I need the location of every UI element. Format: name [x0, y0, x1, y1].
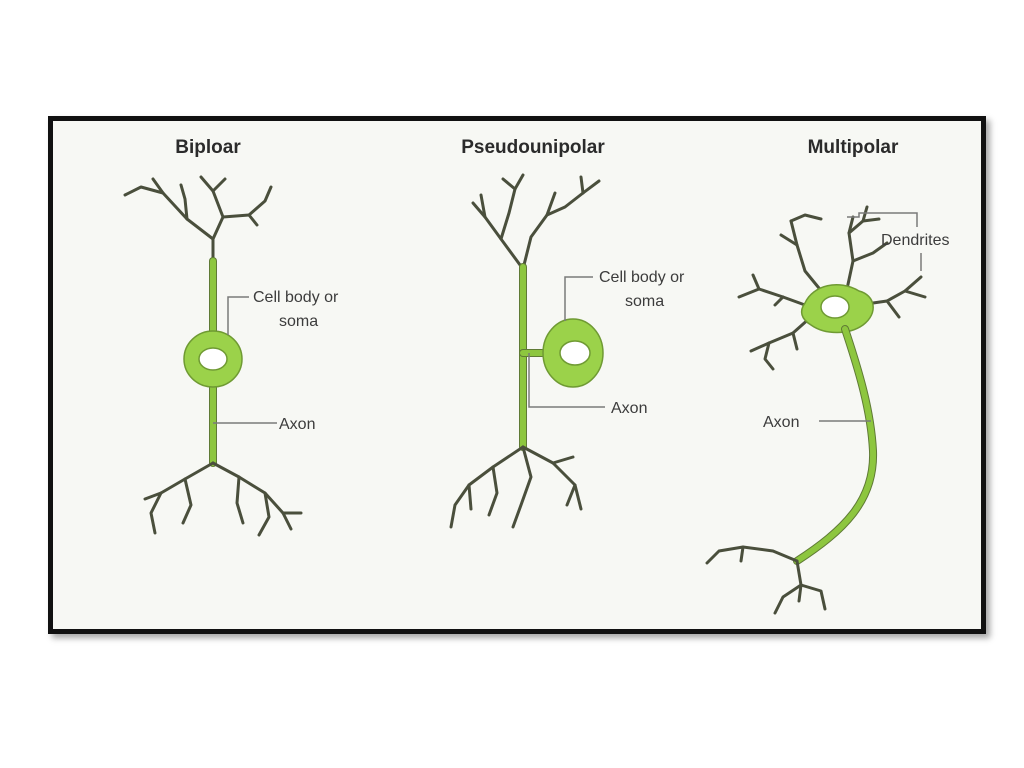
pseudounipolar-soma-label-line2: soma: [625, 293, 664, 310]
multipolar-dendrites-label: Dendrites: [881, 232, 949, 249]
pseudounipolar-neuron: Pseudounipolar: [451, 137, 685, 527]
bipolar-axon-label: Axon: [279, 416, 315, 433]
pseudounipolar-nucleus: [560, 341, 590, 365]
pseudounipolar-dendrites-top: [473, 175, 599, 269]
bipolar-axon-terminals: [145, 463, 301, 535]
multipolar-title: Multipolar: [808, 137, 899, 158]
pseudounipolar-axon-terminals: [451, 447, 581, 527]
bipolar-dendrites-top: [125, 177, 271, 263]
bipolar-neuron: Biploar: [125, 137, 339, 535]
pseudounipolar-soma-label-line1: Cell body or: [599, 269, 685, 286]
bipolar-title: Biploar: [175, 137, 241, 158]
bipolar-soma-leader: [228, 297, 249, 335]
pseudounipolar-title: Pseudounipolar: [461, 137, 605, 158]
bipolar-soma-label-line1: Cell body or: [253, 289, 339, 306]
bipolar-nucleus: [199, 348, 227, 370]
multipolar-neuron: Multipolar: [707, 137, 949, 613]
diagram-frame: Biploar: [48, 116, 986, 634]
multipolar-nucleus: [821, 296, 849, 318]
pseudounipolar-soma-leader: [565, 277, 593, 321]
neuron-types-diagram: Biploar: [53, 121, 981, 629]
multipolar-axon: [797, 329, 873, 561]
multipolar-axon-label: Axon: [763, 414, 799, 431]
bipolar-soma-label-line2: soma: [279, 313, 318, 330]
pseudounipolar-axon-label: Axon: [611, 400, 647, 417]
